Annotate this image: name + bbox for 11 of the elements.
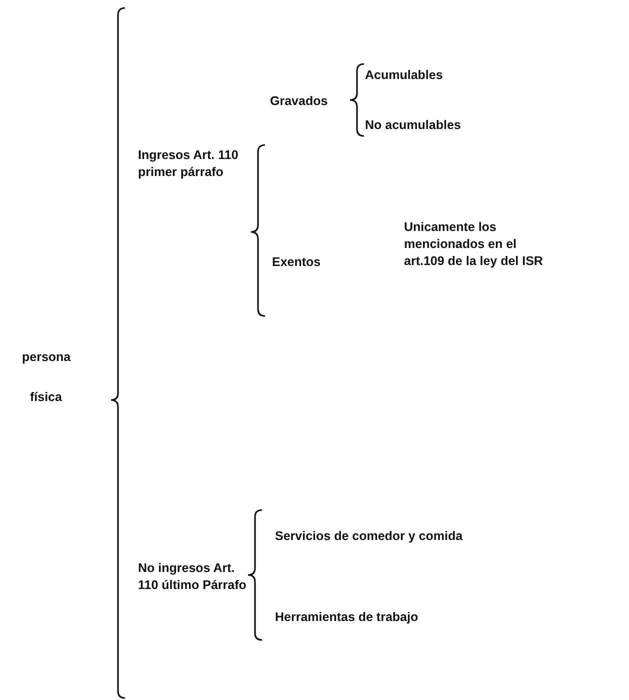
- branch-label: persona: [22, 349, 71, 366]
- branch-label: Unicamente los mencionados en el art.109 de la ley del ISR: [404, 219, 544, 270]
- branch-label: Ingresos Art. 110 primer párrafo: [138, 147, 240, 181]
- branch-label: No ingresos Art. 110 último Párrafo: [138, 560, 248, 594]
- branch-label: Herramientas de trabajo: [275, 609, 418, 626]
- branch-label: Acumulables: [365, 67, 443, 84]
- branch-label: Servicios de comedor y comida: [275, 528, 463, 545]
- branch-label: física: [30, 389, 62, 406]
- branch-label: No acumulables: [365, 117, 461, 134]
- branch-label: Gravados: [270, 93, 328, 110]
- branch-label: Exentos: [272, 254, 321, 271]
